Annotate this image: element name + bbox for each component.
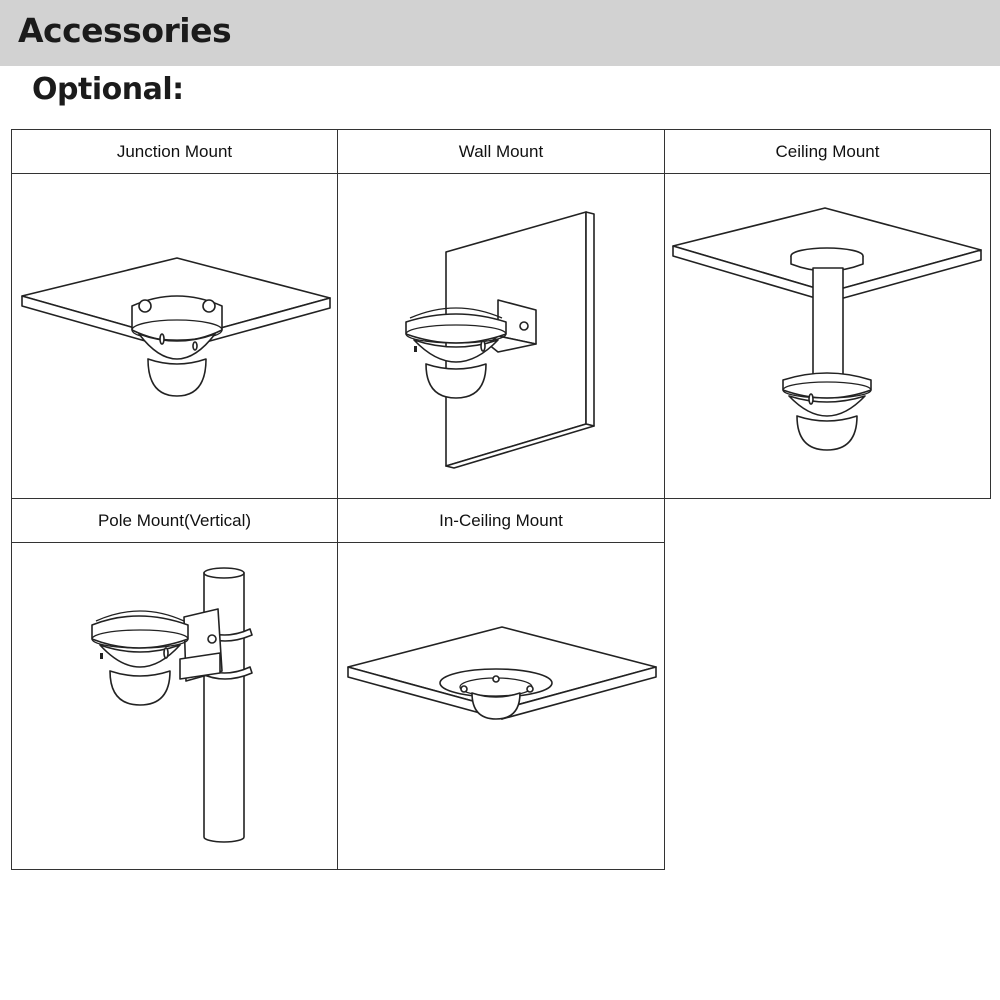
section-title: Optional: [32,72,184,107]
mount-cell-junction: Junction Mount [11,129,338,499]
header-bar: Accessories [0,0,1000,66]
mount-label: Wall Mount [338,130,664,174]
mount-cell-in-ceiling: In-Ceiling Mount [337,498,665,870]
mount-cell-pole: Pole Mount(Vertical) [11,498,338,870]
mount-label: Pole Mount(Vertical) [12,499,337,543]
in-ceiling-mount-icon [338,543,664,869]
ceiling-mount-icon [665,174,990,498]
mount-label: Ceiling Mount [665,130,990,174]
mount-label: Junction Mount [12,130,337,174]
junction-mount-icon [12,174,337,498]
mount-cell-wall: Wall Mount [337,129,665,499]
mount-cell-ceiling: Ceiling Mount [664,129,991,499]
wall-mount-icon [338,174,664,498]
pole-mount-icon [12,543,337,869]
mount-label: In-Ceiling Mount [338,499,664,543]
page-title: Accessories [18,11,232,50]
